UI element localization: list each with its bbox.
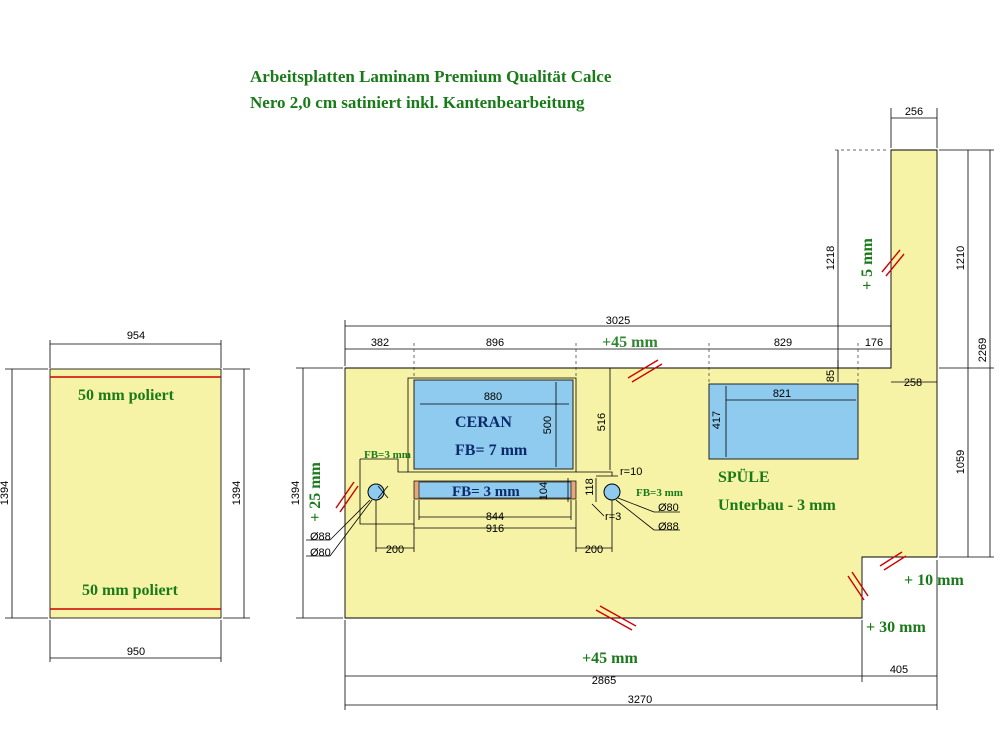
hole-left-d88: Ø88	[310, 531, 331, 543]
total-height: 2269	[977, 338, 989, 362]
allowance-upright: + 5 mm	[859, 238, 876, 290]
left-panel-top-edge-label: 50 mm poliert	[78, 387, 175, 404]
left-panel-height-right: 1394	[231, 481, 243, 505]
main-panel	[344, 149, 938, 619]
bottom-right: 405	[890, 664, 908, 676]
main-left-height: 1394	[290, 481, 302, 505]
left-panel	[49, 368, 222, 619]
segment-176: 176	[865, 337, 883, 349]
allowance-right-bottom: + 30 mm	[866, 619, 926, 636]
ceran-label: CERAN	[455, 414, 512, 431]
upright-height-left: 1218	[825, 246, 837, 270]
strip-h2: 118	[584, 478, 596, 496]
allowance-right-step: + 10 mm	[904, 572, 964, 589]
segment-382: 382	[371, 337, 389, 349]
segment-829: 829	[774, 337, 792, 349]
hole-left-d80: Ø80	[310, 547, 331, 559]
radius-3: r=3	[605, 511, 621, 523]
strip-h1: 104	[538, 482, 550, 500]
hole-right-offset: 200	[585, 544, 603, 556]
sink-width: 821	[773, 388, 791, 400]
right-height: 1059	[955, 450, 967, 474]
hole-right-d80: Ø80	[658, 502, 679, 514]
ceran-cutout	[413, 379, 574, 470]
title-line-2: Nero 2,0 cm satiniert inkl. Kantenbearbe…	[250, 93, 585, 112]
upright-height-right: 1210	[955, 246, 967, 270]
width-258: 258	[904, 377, 922, 389]
segment-896: 896	[486, 337, 504, 349]
bottom-total: 3270	[628, 694, 652, 706]
strip-inner-width: 844	[486, 511, 504, 523]
ceran-height: 500	[542, 416, 554, 434]
sink-label: SPÜLE	[718, 468, 770, 486]
hole-right-fb: FB=3 mm	[636, 487, 683, 499]
strip-label: FB= 3 mm	[452, 484, 520, 500]
allowance-top: +45 mm	[602, 334, 658, 351]
hole-left-offset: 200	[386, 544, 404, 556]
hole-right-d88: Ø88	[658, 521, 679, 533]
bottom-inner: 2865	[592, 675, 616, 687]
left-panel-bottom-edge-label: 50 mm poliert	[82, 582, 179, 599]
strip-outer-width: 916	[486, 523, 504, 535]
left-panel-top-width: 954	[127, 330, 145, 342]
ceran-fb: FB= 7 mm	[455, 442, 528, 459]
allowance-left: + 25 mm	[307, 461, 324, 521]
hole-left-fb: FB=3 mm	[364, 449, 411, 461]
title-line-1: Arbeitsplatten Laminam Premium Qualität …	[250, 67, 612, 86]
tap-hole-left	[367, 483, 385, 501]
ceran-depth: 516	[596, 413, 608, 431]
radius-10: r=10	[620, 466, 642, 478]
sink-sub: Unterbau - 3 mm	[718, 497, 836, 514]
left-panel-bottom-width: 950	[127, 646, 145, 658]
tap-hole-right	[603, 483, 621, 501]
overall-width: 3025	[606, 315, 630, 327]
ceran-width: 880	[484, 391, 502, 403]
upright-width: 256	[905, 106, 923, 118]
allowance-bottom: +45 mm	[582, 650, 638, 667]
dim-85: 85	[825, 370, 837, 382]
sink-height: 417	[711, 411, 723, 429]
sink-cutout	[708, 383, 859, 460]
left-panel-height-left: 1394	[0, 481, 11, 505]
